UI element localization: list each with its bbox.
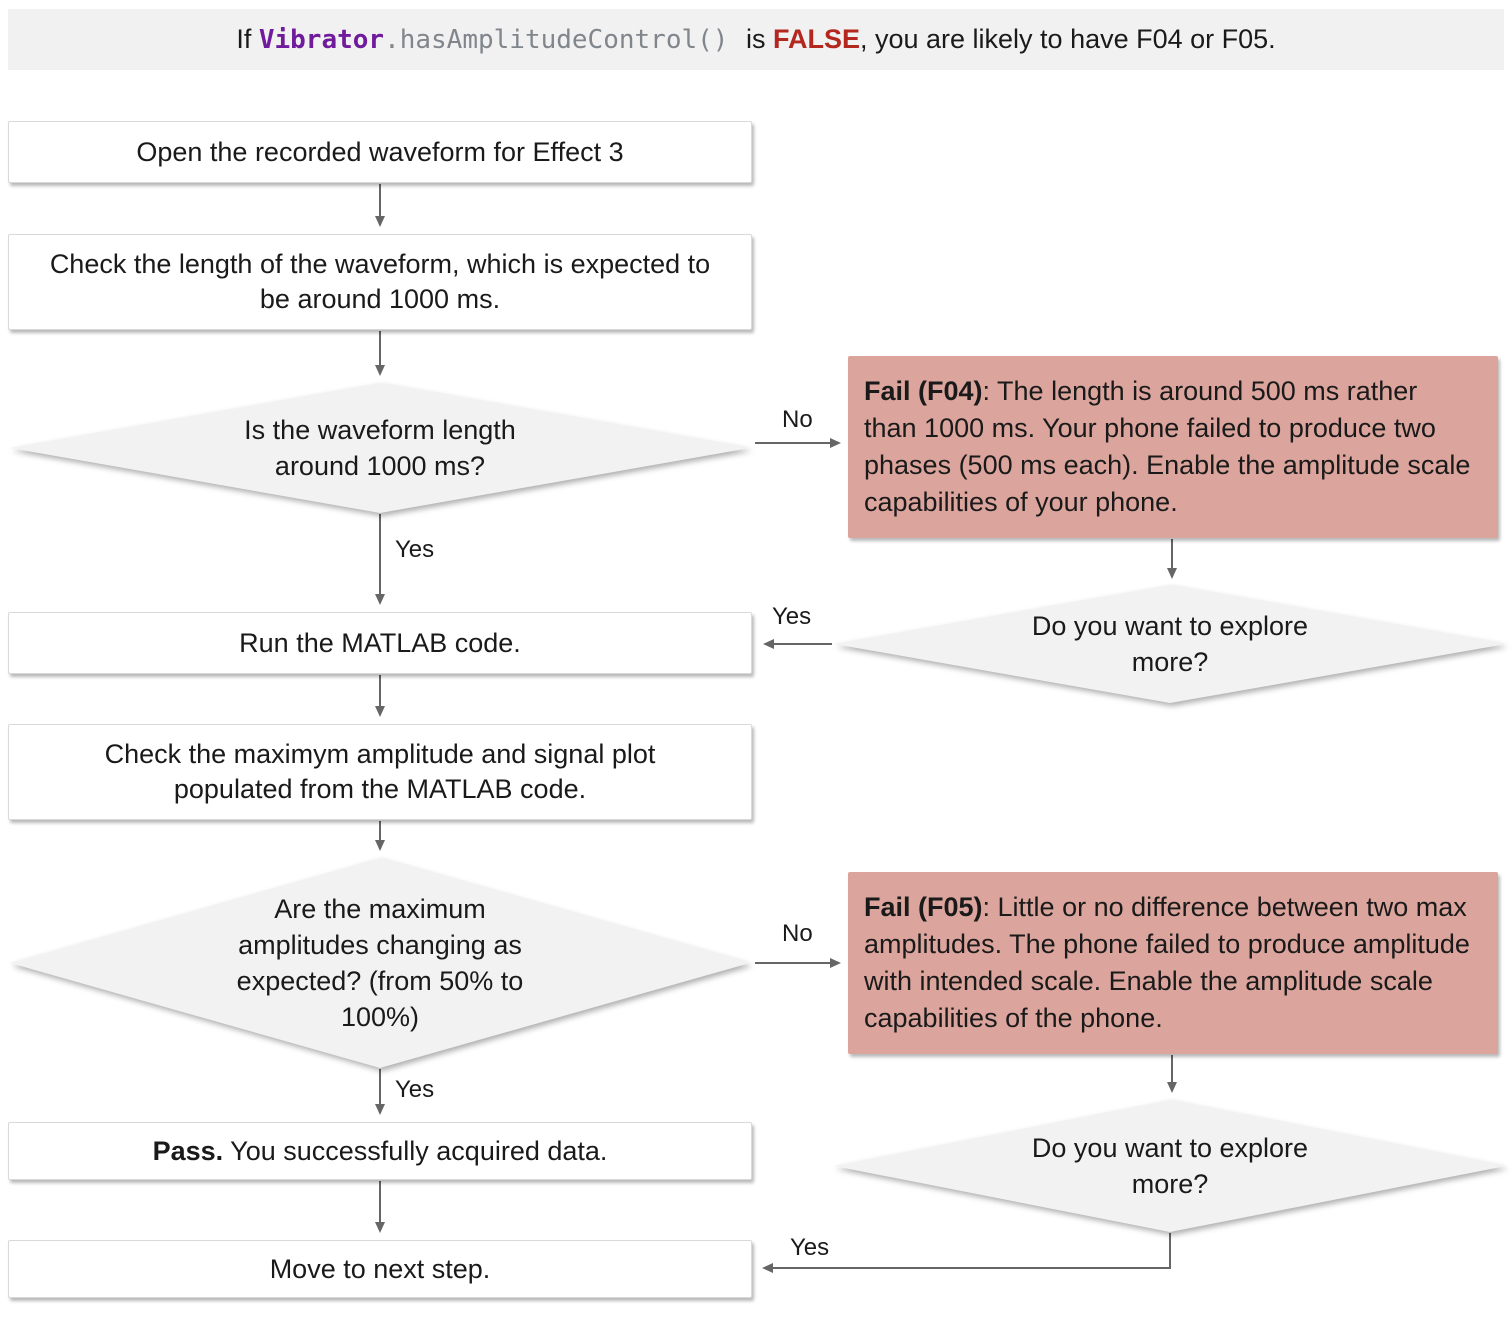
step-check-amplitude-label: Check the maximym amplitude and signal p… <box>104 739 656 804</box>
banner-prefix: If <box>236 24 259 54</box>
step-check-length: Check the length of the waveform, which … <box>8 234 752 330</box>
code-class-name: Vibrator <box>258 24 385 55</box>
step-open-waveform-label: Open the recorded waveform for Effect 3 <box>136 136 624 167</box>
fail-f05-box: Fail (F05): Little or no difference betw… <box>848 872 1498 1054</box>
banner-mid: is <box>738 24 773 54</box>
edge-label-yes-explore-1: Yes <box>772 603 812 630</box>
decision-max-amplitudes-label: Are the maximum amplitudes changing as e… <box>236 894 524 1032</box>
fail-f05-body: : Little or no difference between two ma… <box>864 892 1470 1033</box>
condition-banner: If Vibrator.hasAmplitudeControl() is FAL… <box>8 9 1504 70</box>
pass-body: You successfully acquired data. <box>223 1135 608 1166</box>
edge-label-no-1: No <box>782 406 813 433</box>
step-pass-label: Pass. You successfully acquired data. <box>153 1134 608 1169</box>
code-method-name: .hasAmplitudeControl() <box>384 24 729 55</box>
step-open-waveform: Open the recorded waveform for Effect 3 <box>8 121 752 183</box>
edge-label-yes-1: Yes <box>395 536 435 563</box>
decision-explore-more-2-label: Do you want to explore more? <box>1031 1133 1309 1199</box>
step-check-length-label: Check the length of the waveform, which … <box>49 249 711 314</box>
decision-waveform-length-label: Is the waveform length around 1000 ms? <box>244 415 516 481</box>
edge-label-yes-explore-2: Yes <box>790 1234 830 1261</box>
decision-explore-more-1: Do you want to explore more? <box>834 585 1506 703</box>
decision-explore-more-1-label: Do you want to explore more? <box>1031 611 1309 677</box>
step-move-next-label: Move to next step. <box>269 1253 491 1284</box>
fail-f04-lead: Fail (F04) <box>864 376 983 406</box>
fail-f04-box: Fail (F04): The length is around 500 ms … <box>848 356 1498 538</box>
decision-explore-more-2: Do you want to explore more? <box>834 1100 1506 1232</box>
pass-lead: Pass. <box>152 1135 224 1166</box>
step-run-matlab: Run the MATLAB code. <box>8 612 752 674</box>
edge-label-yes-2: Yes <box>395 1076 435 1103</box>
step-run-matlab-label: Run the MATLAB code. <box>239 627 521 658</box>
fail-f04-body: : The length is around 500 ms rather tha… <box>864 376 1471 517</box>
step-pass: Pass. You successfully acquired data. <box>8 1122 752 1180</box>
false-value: FALSE <box>772 24 860 54</box>
banner-suffix: , you are likely to have F04 or F05. <box>859 24 1276 54</box>
fail-f05-lead: Fail (F05) <box>864 892 983 922</box>
decision-max-amplitudes: Are the maximum amplitudes changing as e… <box>10 858 750 1068</box>
step-move-next: Move to next step. <box>8 1240 752 1298</box>
decision-waveform-length: Is the waveform length around 1000 ms? <box>10 383 750 513</box>
step-check-amplitude: Check the maximym amplitude and signal p… <box>8 724 752 820</box>
edge-label-no-2: No <box>782 920 813 947</box>
